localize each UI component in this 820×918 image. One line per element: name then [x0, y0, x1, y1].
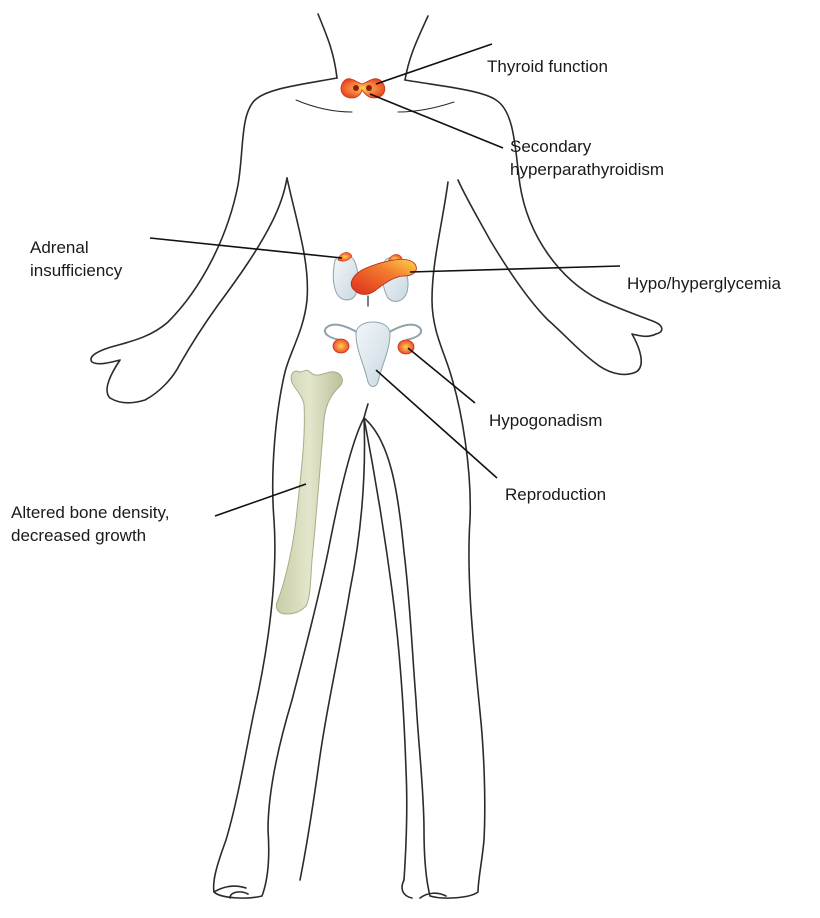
- collar-line-left: [296, 100, 352, 112]
- leader-uterus: [376, 370, 497, 478]
- inner-leg-right: [364, 418, 407, 880]
- thyroid-gland-icon: [341, 79, 385, 98]
- leader-pancreas: [410, 266, 620, 272]
- collar-line-right: [398, 102, 454, 112]
- label-thyroid-function: Thyroid function: [487, 55, 608, 78]
- label-adrenal-insufficiency: Adrenal insufficiency: [30, 236, 122, 282]
- neck-left: [318, 14, 337, 78]
- left-arm-outline: [91, 78, 337, 403]
- label-hypo-hyperglycemia: Hypo/hyperglycemia: [627, 272, 781, 295]
- label-hypogonadism: Hypogonadism: [489, 409, 602, 432]
- leader-parathyroid: [370, 94, 503, 148]
- leader-thyroid: [376, 44, 492, 84]
- femur-bone-icon: [276, 370, 342, 614]
- crotch: [364, 404, 368, 418]
- label-reproduction: Reproduction: [505, 483, 606, 506]
- left-foot: [214, 886, 248, 898]
- leader-gonads: [408, 348, 475, 403]
- leader-adrenal: [150, 238, 342, 258]
- leader-bone: [215, 484, 306, 516]
- right-body-outline: [364, 182, 485, 898]
- label-secondary-hyperparathyroidism: Secondary hyperparathyroidism: [510, 135, 664, 181]
- label-bone-density-growth: Altered bone density, decreased growth: [11, 501, 169, 547]
- right-foot: [402, 880, 446, 898]
